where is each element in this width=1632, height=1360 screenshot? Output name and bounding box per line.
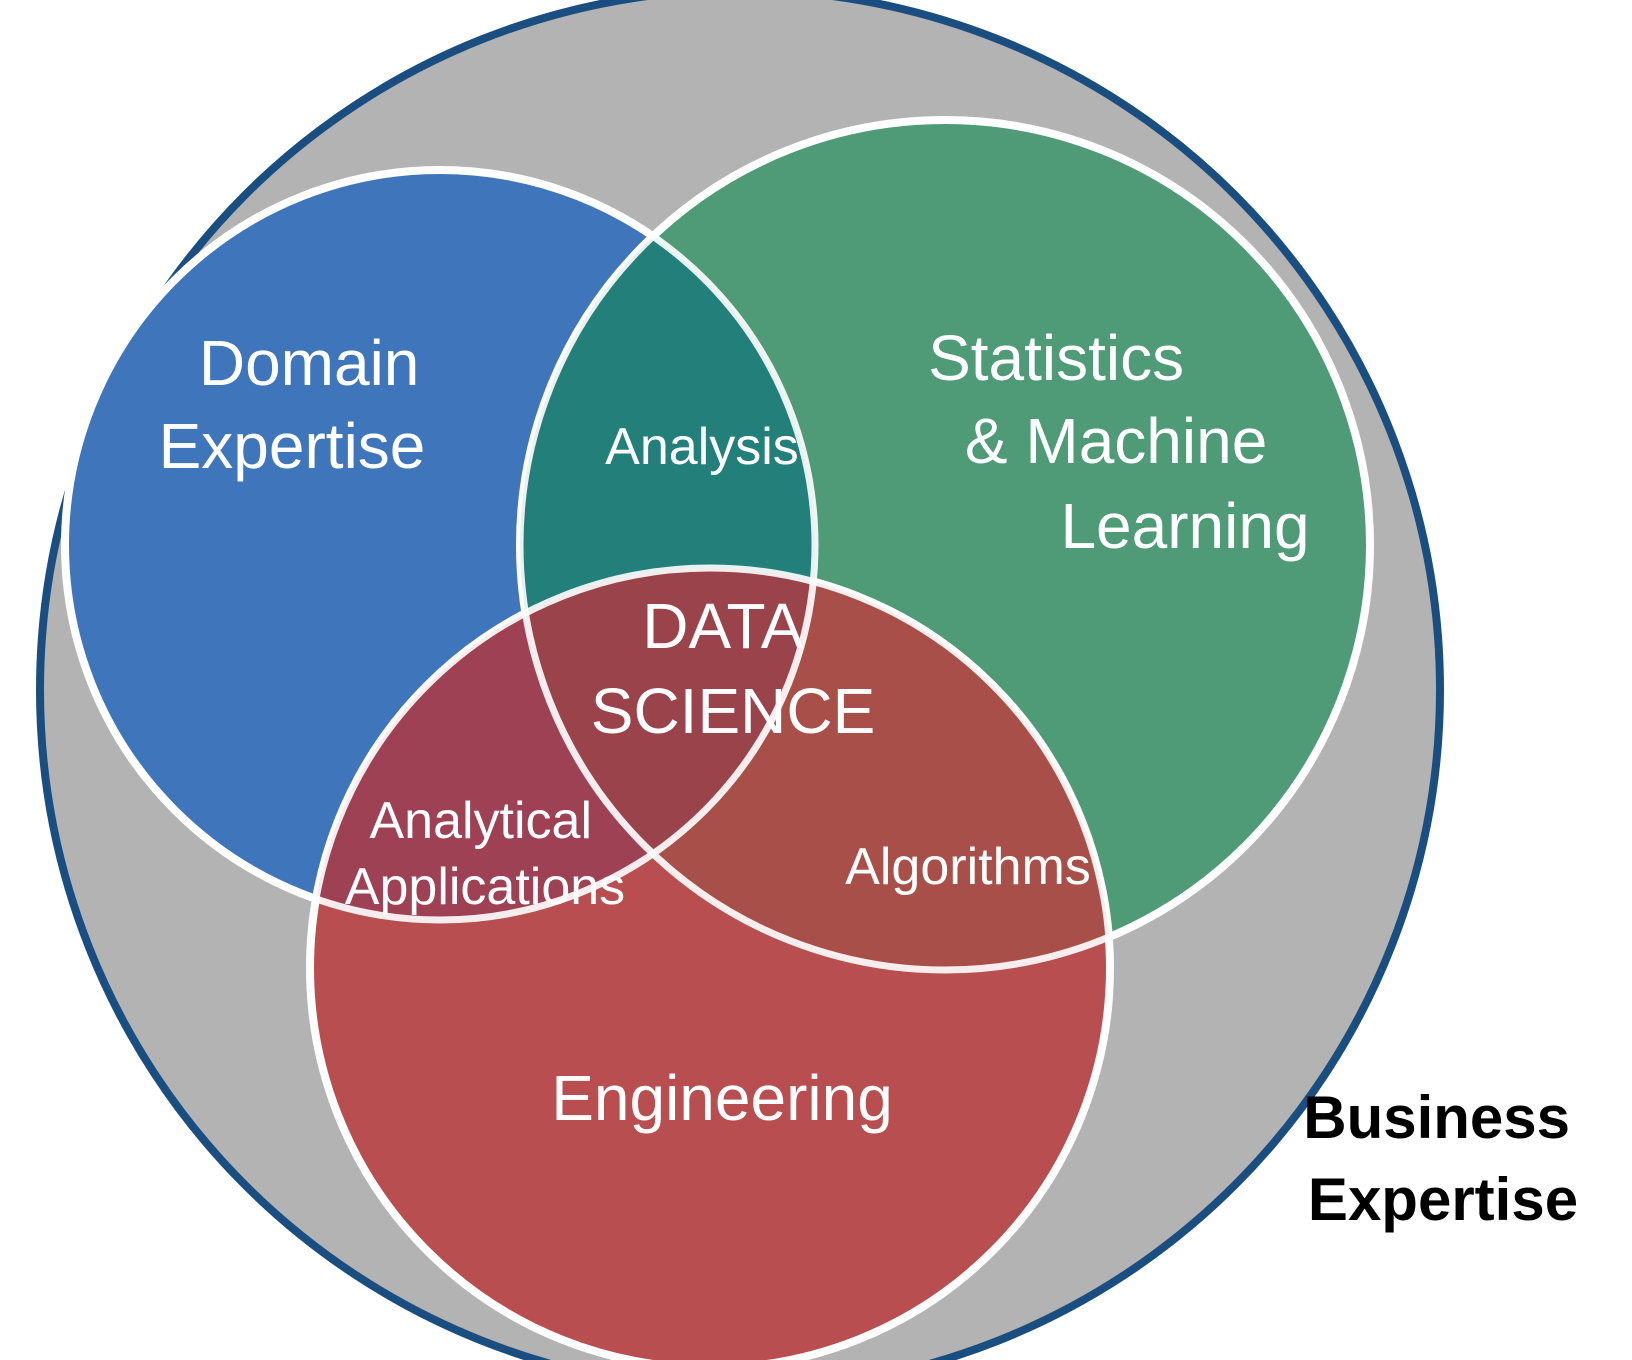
domain-expertise-label: Domain Expertise xyxy=(159,327,438,482)
domain-outline xyxy=(61,166,819,924)
statistics-outline xyxy=(516,116,1374,974)
statistics-ml-label: Statistics & Machine Learning xyxy=(928,322,1309,562)
analytical-applications-label: Analytical Applications xyxy=(345,792,625,916)
business-expertise-label: Business Expertise xyxy=(1303,1084,1586,1233)
applications-overlap xyxy=(310,568,815,920)
algorithms-label: Algorithms xyxy=(845,838,1091,896)
engineering-label: Engineering xyxy=(551,1062,893,1134)
data-science-label: DATA SCIENCE xyxy=(591,590,876,747)
engineering-outline xyxy=(306,564,1114,1360)
analysis-label: Analysis xyxy=(605,418,799,476)
